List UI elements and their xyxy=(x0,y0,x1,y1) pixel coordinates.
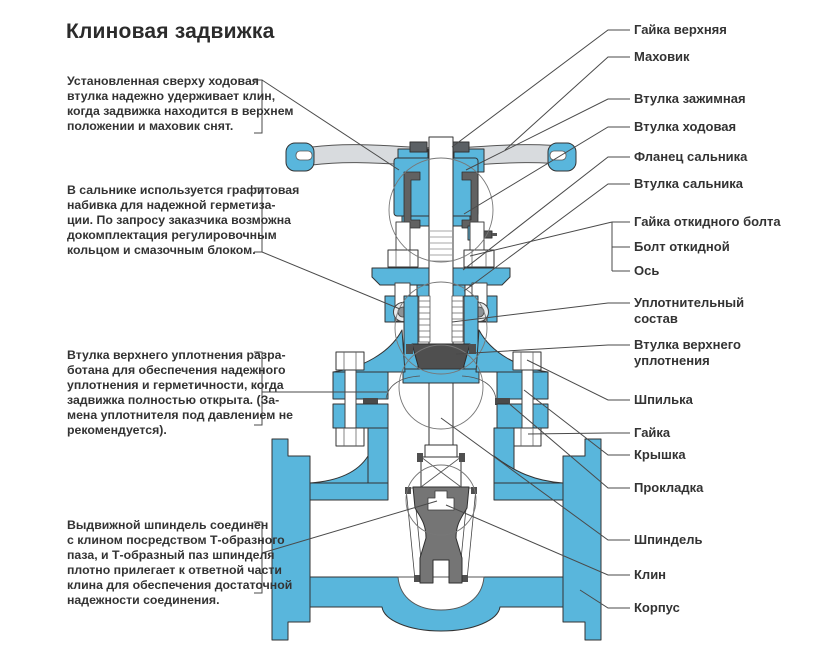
body-shoulder-left xyxy=(309,455,369,484)
label-nut: Гайка xyxy=(634,425,671,440)
label-body: Корпус xyxy=(634,600,680,615)
stem xyxy=(428,136,454,461)
body-flange-left xyxy=(332,403,389,429)
gasket-left xyxy=(363,398,378,405)
stem-collar xyxy=(424,444,458,458)
top-nut-left xyxy=(409,141,428,153)
pipe-top-wall-left xyxy=(309,482,389,501)
note-stem-bushing: Установленная сверху ходовая втулка наде… xyxy=(67,74,294,133)
label-handwheel: Маховик xyxy=(634,49,690,64)
label-clamp-bushing: Втулка зажимная xyxy=(634,91,746,106)
note-stem-wedge: Выдвижной шпиндель соединен с клином пос… xyxy=(67,518,293,607)
page-title: Клиновая задвижка xyxy=(66,20,275,43)
flange-nut-bottom-left xyxy=(335,427,365,447)
label-bonnet: Крышка xyxy=(634,447,686,462)
pipe-flange-right xyxy=(562,438,602,641)
flange-nut-bottom-right xyxy=(512,427,542,447)
label-eye-bolt: Болт откидной xyxy=(634,239,730,254)
label-backseat-bushing: Втулка верхнего уплотнения xyxy=(634,337,741,368)
pipe-flange-left xyxy=(271,438,311,641)
label-pin-axis: Ось xyxy=(634,263,660,278)
backseat-bushing xyxy=(411,343,471,370)
magnifier-circles xyxy=(388,157,494,536)
label-stem-bushing: Втулка ходовая xyxy=(634,119,737,134)
bonnet-flange-left xyxy=(332,371,389,400)
wedge-pocket xyxy=(397,576,485,611)
bonnet-neck-top xyxy=(402,368,480,384)
label-stem: Шпиндель xyxy=(634,532,703,547)
label-gland-flange: Фланец сальника xyxy=(634,149,748,164)
flange-nut-top-left xyxy=(335,351,365,371)
note-backseat: Втулка верхнего уплотнения разра- ботана… xyxy=(67,348,293,437)
label-wedge: Клин xyxy=(634,567,667,582)
top-nut-right xyxy=(451,141,470,153)
label-top-nut: Гайка верхняя xyxy=(634,22,727,37)
flange-nut-top-right xyxy=(512,351,542,371)
label-gland-bushing: Втулка сальника xyxy=(634,176,744,191)
bonnet-cavity-outline xyxy=(385,375,497,400)
label-gasket: Прокладка xyxy=(634,480,704,495)
label-sealing-compound: Уплотнительный состав xyxy=(634,295,745,326)
body-neck-left xyxy=(367,427,389,484)
eye-bolt-nut-right xyxy=(463,249,495,268)
leader-lines xyxy=(254,29,630,609)
stem-threads xyxy=(430,230,452,262)
note-stuffing-box: В сальнике используется графитовая набив… xyxy=(67,183,300,257)
label-stud: Шпилька xyxy=(634,392,693,407)
eye-bolt-nut-left xyxy=(387,249,419,268)
body-shoulder-right xyxy=(493,455,564,484)
gasket-right xyxy=(495,398,510,405)
pipe-top-wall-right xyxy=(493,482,564,501)
label-eye-bolt-nut: Гайка откидного болта xyxy=(634,214,781,229)
